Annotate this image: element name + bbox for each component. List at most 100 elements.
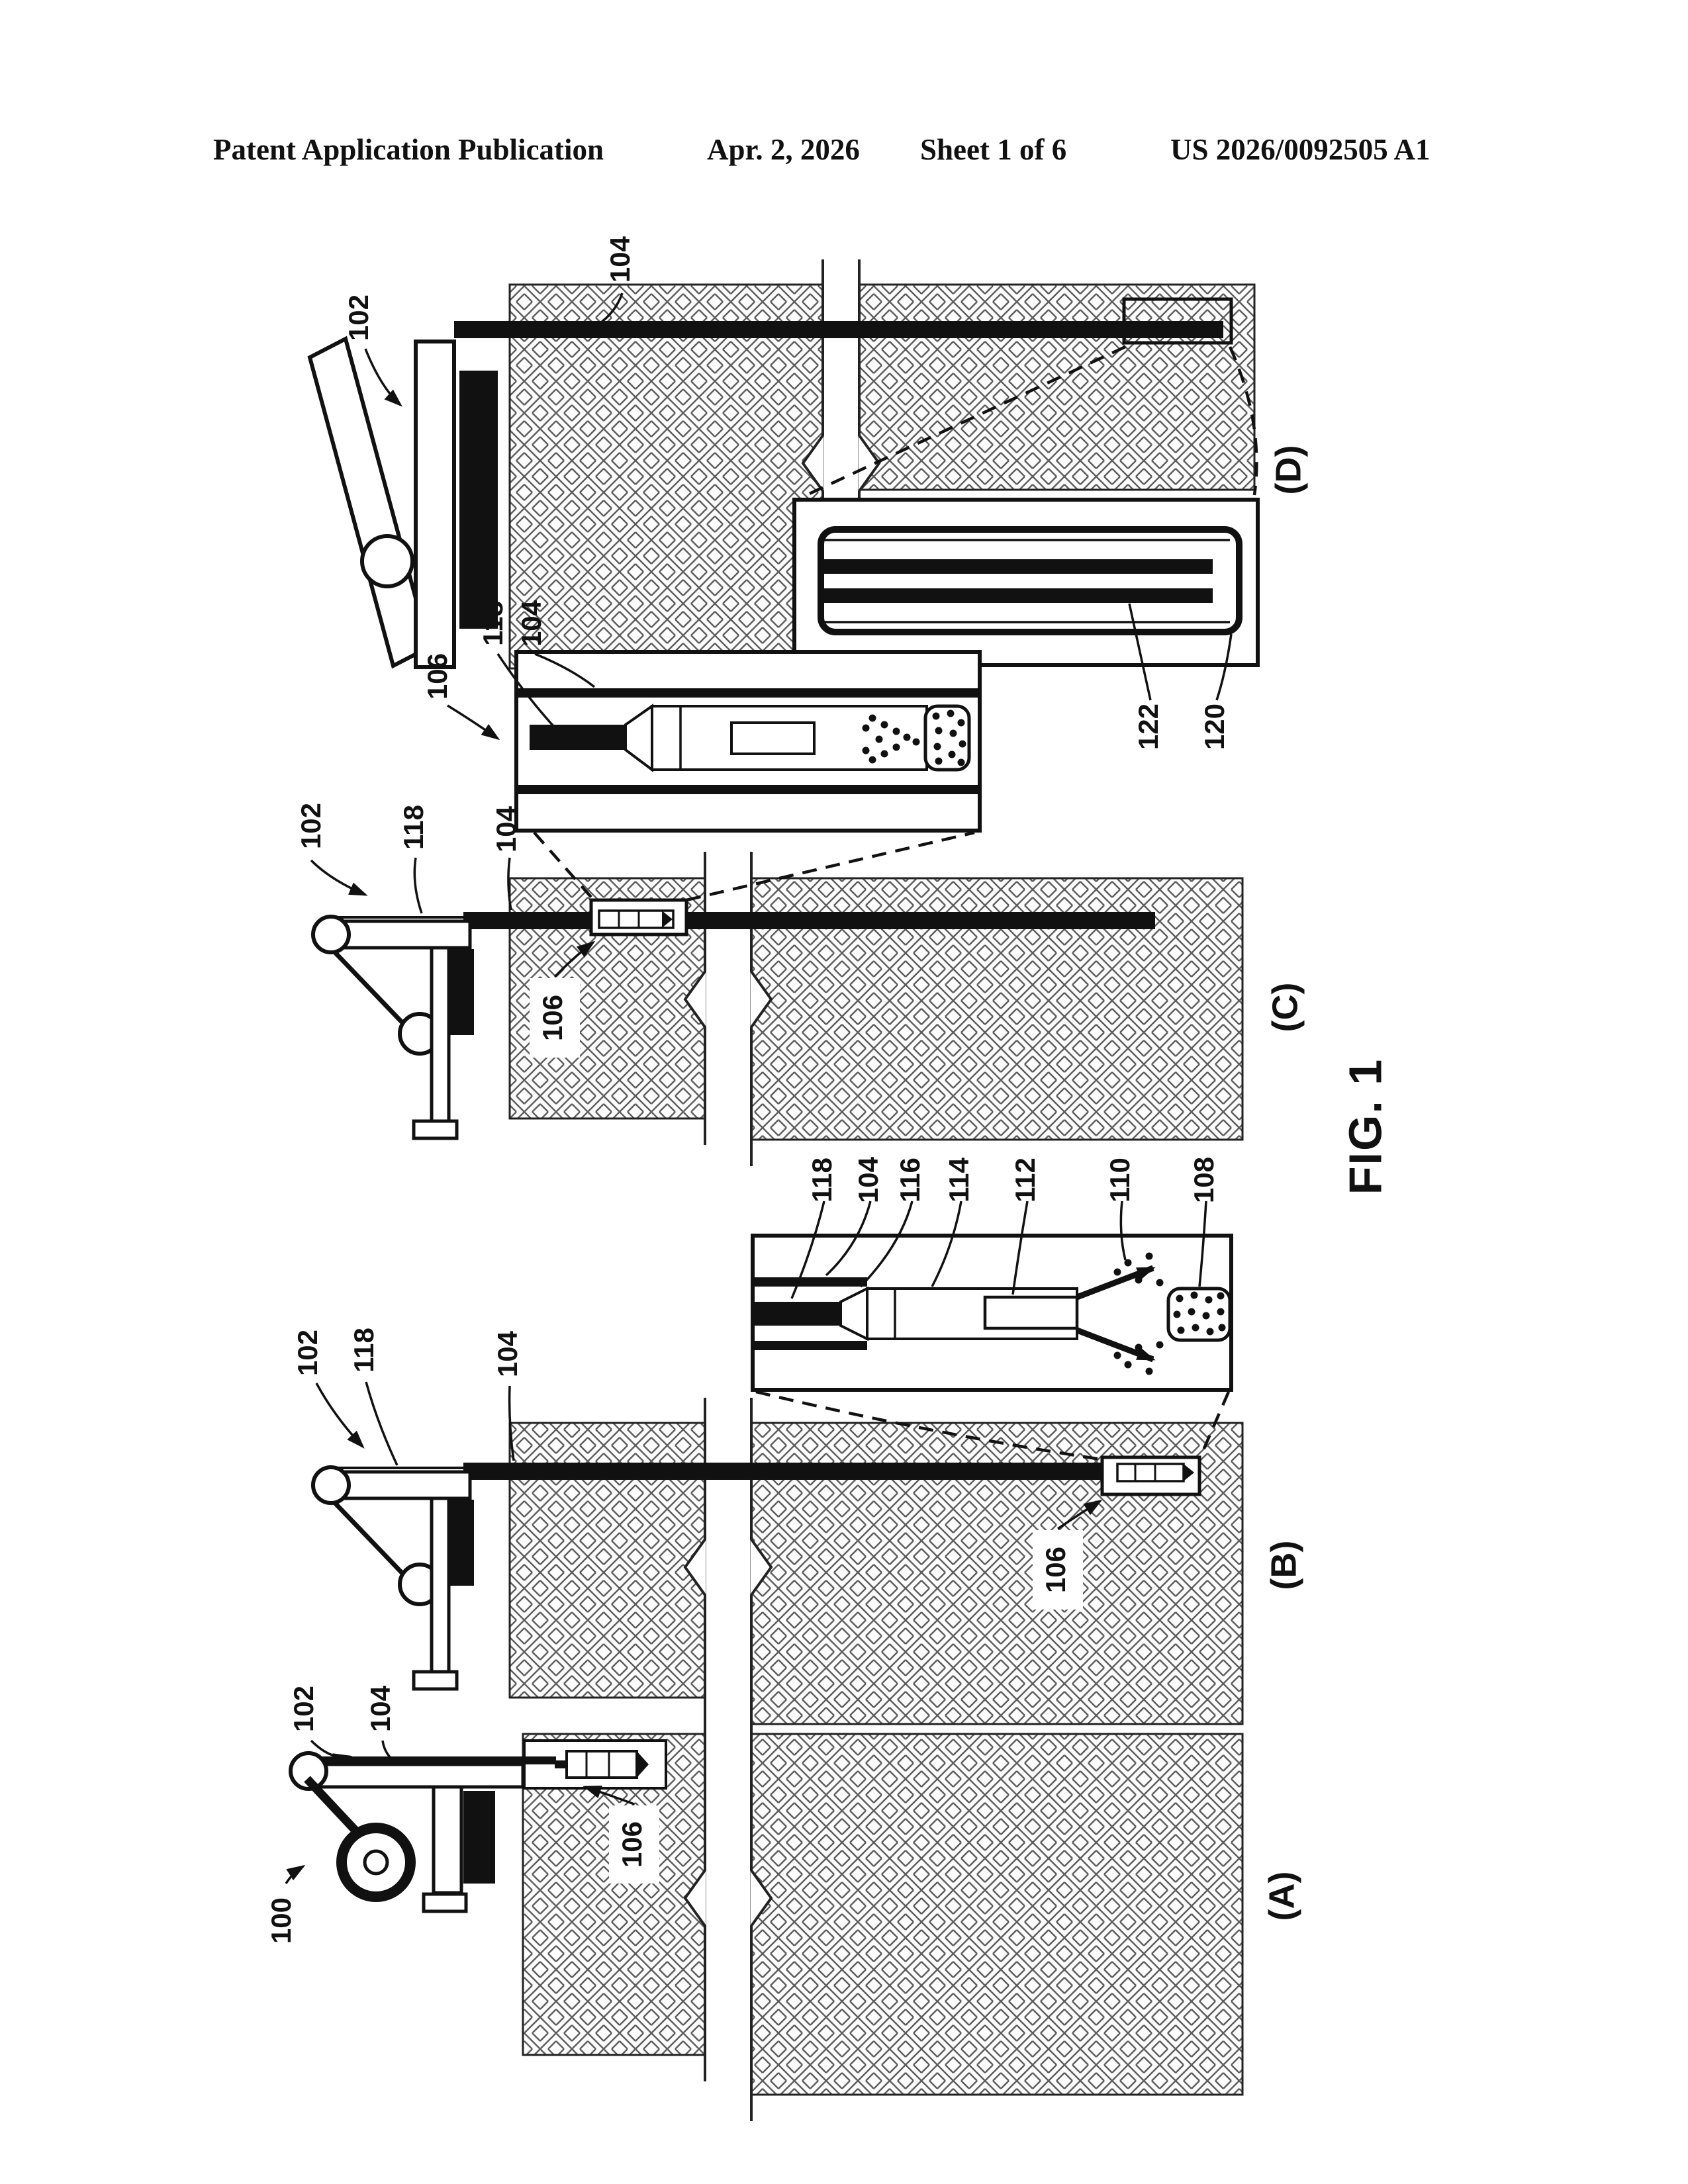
ground-break-notch: [803, 435, 823, 491]
ref-104-panel-b: 104: [492, 1330, 523, 1377]
rig-post: [430, 1496, 451, 1674]
drill-bit-dots: [932, 709, 966, 766]
cuttings-dots: [1113, 1252, 1164, 1375]
figure-caption: FIG. 1: [1339, 1058, 1391, 1195]
ground-break-notch: [751, 972, 771, 1027]
downhole-tool-small: [598, 909, 675, 929]
downhole-tool-small: [565, 1750, 638, 1779]
ref-102-panel-c: 102: [295, 803, 326, 849]
rig-b: [311, 1465, 474, 1691]
detail-leader-dashed: [755, 1390, 1102, 1461]
rig-pulley: [360, 534, 414, 588]
panel-label-d: (D): [1268, 445, 1308, 495]
ref-118-panel-b: 118: [348, 1328, 379, 1373]
ground-break-notch: [751, 1539, 771, 1595]
rig-base: [412, 1670, 459, 1691]
drill-bit-dots: [1173, 1291, 1226, 1336]
detail-leader-dashed: [1228, 346, 1258, 496]
leader-114-detail-b: [931, 1201, 962, 1287]
leader-106-b: [1057, 1499, 1103, 1530]
ground-break-edge: [683, 852, 706, 1145]
ref-114-detail-b: 114: [943, 1157, 974, 1202]
leader-100: [285, 1864, 306, 1884]
header-publication: Patent Application Publication: [213, 133, 604, 166]
drill-bit-108: [1166, 1287, 1232, 1342]
detail-leader-dashed: [533, 831, 595, 901]
detail-source-rect-d: [1122, 297, 1233, 345]
leader-102-a: [310, 1739, 352, 1766]
rig-substructure: [414, 340, 456, 669]
leader-106-c: [553, 940, 596, 978]
header-sheet-number: Sheet 1 of 6: [920, 133, 1067, 166]
leader-104-a: [381, 1740, 392, 1759]
ground-break-notch: [859, 435, 879, 491]
reel-hub: [363, 1849, 389, 1876]
rig-pulley: [311, 915, 351, 954]
panel-label-c: (C): [1265, 983, 1305, 1032]
rig-beam: [309, 1762, 525, 1789]
leader-112-detail-b: [1011, 1201, 1029, 1295]
panel-c: 102 118 104 106 118 104 106 (C): [295, 600, 1305, 1166]
tool-rod-118: [755, 1302, 841, 1326]
panel-b: 102 118 104 118 104 116 114 112 110 108 …: [292, 1156, 1303, 1751]
rig-d: [307, 336, 498, 669]
ref-104-panel-d: 104: [604, 236, 635, 283]
ref-102-panel-d: 102: [343, 295, 374, 341]
leader-122: [1128, 603, 1152, 701]
leader-118-b: [365, 1381, 399, 1466]
tool-source-box-c: [589, 898, 688, 936]
label-box-106-c: [530, 978, 580, 1058]
leader-118-detail-c: [496, 653, 564, 737]
ref-106-panel-b: 106: [1040, 1547, 1071, 1593]
wellhead-d: [459, 371, 498, 629]
rig-beam: [329, 919, 472, 950]
wellbore-line-d: [454, 321, 1223, 338]
rig-c: [311, 915, 474, 1140]
detail-box-c: [514, 650, 982, 833]
ref-104-panel-a: 104: [365, 1685, 396, 1732]
ref-112-detail-b: 112: [1009, 1158, 1041, 1203]
tool-sub-112: [730, 721, 816, 755]
leader-108-detail-b: [1198, 1201, 1207, 1287]
ground-hatch-left-d: [508, 283, 824, 670]
leader-118-detail-b: [790, 1201, 825, 1299]
detail-leader-dashed: [1199, 1391, 1231, 1457]
ref-104-detail-c: 104: [516, 600, 547, 647]
detail-leader-dashed: [802, 345, 1126, 499]
rig-base: [422, 1892, 468, 1913]
ref-106-detail-c: 106: [422, 653, 453, 700]
injector-head: [463, 1791, 495, 1884]
ground-break-edge: [683, 1398, 706, 1721]
ground-hatch-right-a: [750, 1733, 1244, 2096]
rig-cable: [332, 950, 414, 1034]
ref-118-detail-b: 118: [806, 1158, 837, 1203]
ground-break-edge: [750, 1398, 773, 1751]
ground-break-edge: [683, 1709, 706, 2081]
leader-110-detail-b: [1119, 1201, 1127, 1261]
panel-label-b: (B): [1264, 1541, 1303, 1590]
wellhead-b: [450, 1500, 474, 1586]
leader-102-d: [364, 348, 402, 407]
ground-break-notch: [751, 1870, 771, 1926]
panel-d: 102 104 122 120 (D): [307, 236, 1308, 750]
ref-118-panel-c: 118: [398, 805, 429, 850]
rig-pulley: [311, 1465, 351, 1505]
leader-104-c: [507, 857, 512, 911]
detail-box-d: [792, 498, 1260, 667]
ref-122: 122: [1133, 704, 1164, 750]
leader-116-detail-b: [859, 1201, 914, 1288]
header-patent-number: US 2026/0092505 A1: [1170, 133, 1430, 166]
detail-leader-dashed: [686, 831, 975, 902]
rig-mast-boom: [307, 336, 432, 669]
rig-cable: [332, 1500, 414, 1585]
tool-bit-small: [1184, 1464, 1194, 1481]
ground-hatch-right-d: [858, 283, 1256, 491]
ref-102-panel-a: 102: [288, 1686, 319, 1732]
ground-break-notch: [685, 972, 706, 1027]
label-box-106-a: [609, 1805, 659, 1884]
ref-102-panel-b: 102: [292, 1330, 323, 1376]
ref-106-panel-c: 106: [537, 995, 568, 1041]
leader-102-b: [315, 1383, 365, 1449]
